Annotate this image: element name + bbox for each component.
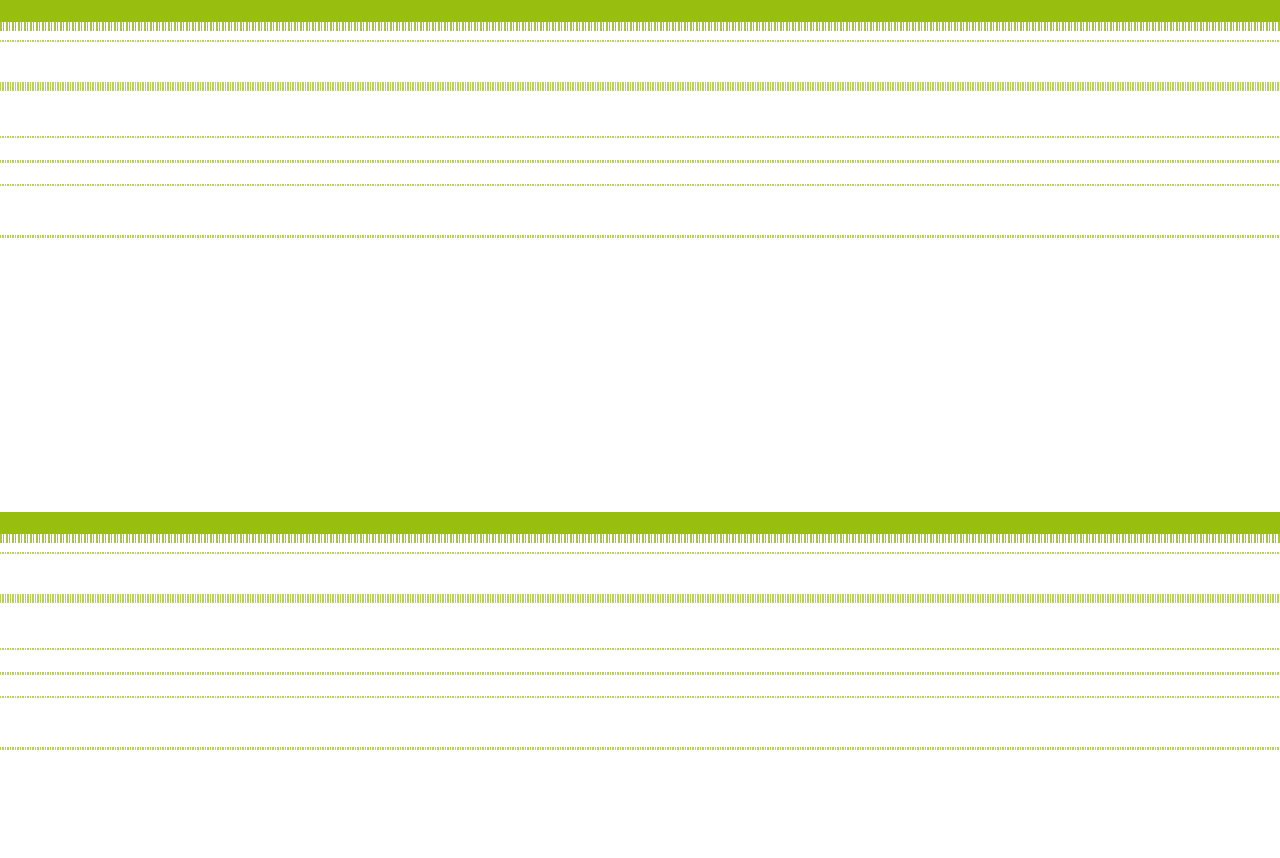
pattern-block-bottom: [0, 512, 1280, 768]
dotted-line: [0, 672, 1280, 675]
dotted-line: [0, 648, 1280, 650]
dotted-line: [0, 552, 1280, 554]
dotted-texture-band: [0, 22, 1280, 31]
dotted-texture-band: [0, 534, 1280, 543]
accent-bar: [0, 0, 1280, 22]
dotted-line: [0, 235, 1280, 238]
pattern-block-top: [0, 0, 1280, 256]
dotted-line-cluster: [0, 82, 1280, 91]
dotted-line: [0, 136, 1280, 138]
dotted-line: [0, 40, 1280, 42]
dotted-line-cluster: [0, 594, 1280, 603]
dotted-line: [0, 747, 1280, 750]
dotted-line: [0, 696, 1280, 698]
dotted-line: [0, 184, 1280, 186]
accent-bar: [0, 512, 1280, 534]
dotted-line: [0, 160, 1280, 163]
